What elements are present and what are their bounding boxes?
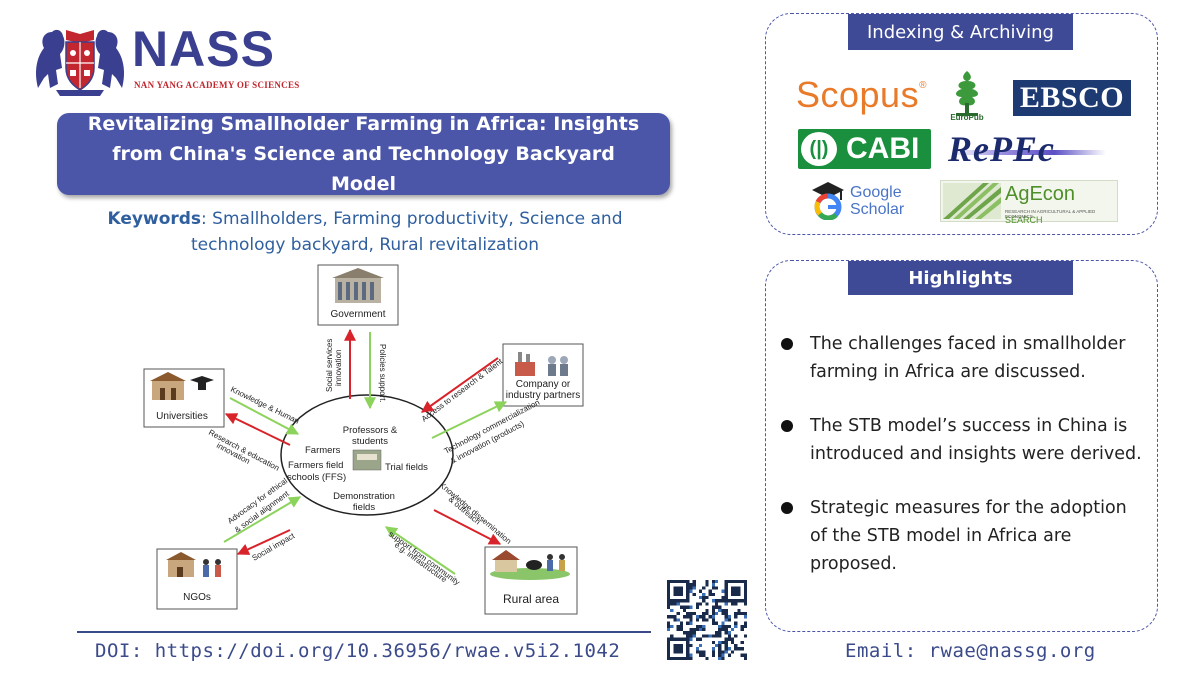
edge-knowledge-human: Knowledge & Human: [229, 385, 300, 426]
cabi-mark-icon: (|): [798, 129, 840, 169]
edge-access: Access to research & Talent: [420, 356, 505, 423]
arrow-access: [421, 357, 499, 413]
edge-tech-1: Technology commercialization: [443, 398, 541, 456]
agecon-title: AgEcon SEARCH: [1005, 183, 1117, 229]
agecon-name: AgEcon: [1005, 183, 1076, 205]
highlight-item: The STB model’s success in China is intr…: [780, 412, 1145, 468]
highlights-header: Highlights: [848, 261, 1073, 295]
center-farmers: Farmers: [305, 445, 341, 456]
footer-rule: [77, 631, 651, 633]
label-ngos: NGOs: [183, 592, 211, 603]
doi-link[interactable]: DOI: https://doi.org/10.36956/rwae.v5i2.…: [95, 640, 621, 662]
university-icon: [150, 372, 214, 400]
factory-icon: [515, 352, 568, 376]
nass-crest-icon: [36, 29, 124, 96]
arrow-support: [385, 526, 456, 575]
center-ffs-1: Farmers field: [288, 460, 343, 471]
repec-swoosh: [950, 150, 1106, 155]
keywords-label: Keywords: [107, 209, 202, 229]
repec-logo: RePEc: [948, 129, 1055, 169]
edge-policies: Policies support.: [378, 344, 387, 403]
center-demo-1: Demonstration: [333, 491, 395, 502]
bullet-icon: [781, 338, 793, 350]
keywords-text: : Smallholders, Farming productivity, Sc…: [190, 209, 623, 255]
highlight-text: The challenges faced in smallholder farm…: [810, 334, 1126, 382]
highlight-text: The STB model’s success in China is intr…: [810, 416, 1142, 464]
arrow-advocacy: [223, 496, 302, 543]
agecon-logo: AgEcon SEARCH RESEARCH IN AGRICULTURAL &…: [940, 180, 1118, 225]
agecon-subtitle: RESEARCH IN AGRICULTURAL & APPLIED ECONO…: [1005, 209, 1096, 219]
highlights-list: The challenges faced in smallholder farm…: [780, 330, 1145, 604]
paper-title: Revitalizing Smallholder Farming in Afri…: [87, 113, 640, 195]
highlight-item: The challenges faced in smallholder farm…: [780, 330, 1145, 386]
google-scholar-line2: Scholar: [850, 201, 905, 218]
highlight-text: Strategic measures for the adoption of t…: [810, 498, 1127, 574]
indexing-header: Indexing & Archiving: [848, 14, 1073, 50]
arrow-knowledge-human: [229, 397, 300, 435]
arrow-research: [224, 413, 291, 446]
label-rural: Rural area: [503, 592, 559, 606]
scopus-registered: ®: [919, 80, 927, 91]
center-professors-2: students: [352, 436, 388, 447]
label-government: Government: [330, 309, 385, 320]
europub-tree-icon: [956, 71, 978, 116]
ebsco-logo: EBSCO: [1013, 80, 1131, 116]
stb-model-diagram: Professors & students Farmers Farmers fi…: [143, 264, 584, 615]
keywords: Keywords: Smallholders, Farming producti…: [70, 206, 660, 258]
arrow-tech: [431, 401, 508, 439]
ngo-icon: [166, 552, 221, 577]
edge-social-services-2: innovation: [334, 350, 343, 386]
government-building-icon: [332, 268, 384, 303]
highlight-item: Strategic measures for the adoption of t…: [780, 494, 1145, 578]
scopus-text: Scopus: [796, 74, 920, 115]
center-ffs-2: schools (FFS): [287, 472, 346, 483]
center-trial: Trial fields: [385, 462, 428, 473]
label-universities: Universities: [156, 411, 208, 422]
highlights-panel: [765, 260, 1158, 632]
cabi-text: CABI: [846, 132, 920, 165]
label-company-2: industry partners: [506, 390, 580, 401]
arrow-knowledge-dissemination: [433, 509, 502, 545]
scopus-logo: Scopus®: [796, 74, 927, 116]
title-banner: Revitalizing Smallholder Farming in Afri…: [57, 113, 670, 195]
node-company: [502, 343, 584, 407]
qr-code-icon[interactable]: [667, 580, 747, 660]
email-link[interactable]: Email: rwae@nassg.org: [845, 640, 1096, 662]
nass-logo: NASS NAN YANG ACADEMY OF SCIENCES: [30, 18, 299, 98]
agecon-search: SEARCH: [1005, 215, 1043, 225]
nass-wordmark: NASS: [132, 21, 275, 77]
center-demo-2: fields: [353, 502, 375, 513]
google-scholar-line1: Google: [850, 184, 902, 201]
nass-subtitle: NAN YANG ACADEMY OF SCIENCES: [134, 80, 300, 90]
bullet-icon: [781, 420, 793, 432]
edge-social-services-1: Social services: [325, 339, 334, 392]
agecon-field-icon: [943, 183, 1001, 219]
google-scholar-logo: Google Scholar: [850, 184, 904, 218]
europub-label: EuroPub: [950, 113, 984, 122]
arrow-social-impact: [236, 529, 291, 555]
label-company-1: Company or: [516, 379, 571, 390]
rural-icon: [490, 550, 570, 580]
bullet-icon: [781, 502, 793, 514]
edge-support-2: e.g. infrastructure: [393, 540, 449, 584]
cabi-logo: (|) CABI: [798, 129, 931, 169]
edge-social-impact: Social impact: [251, 531, 297, 563]
center-professors-1: Professors &: [343, 425, 398, 436]
google-scholar-icon: [812, 182, 844, 220]
